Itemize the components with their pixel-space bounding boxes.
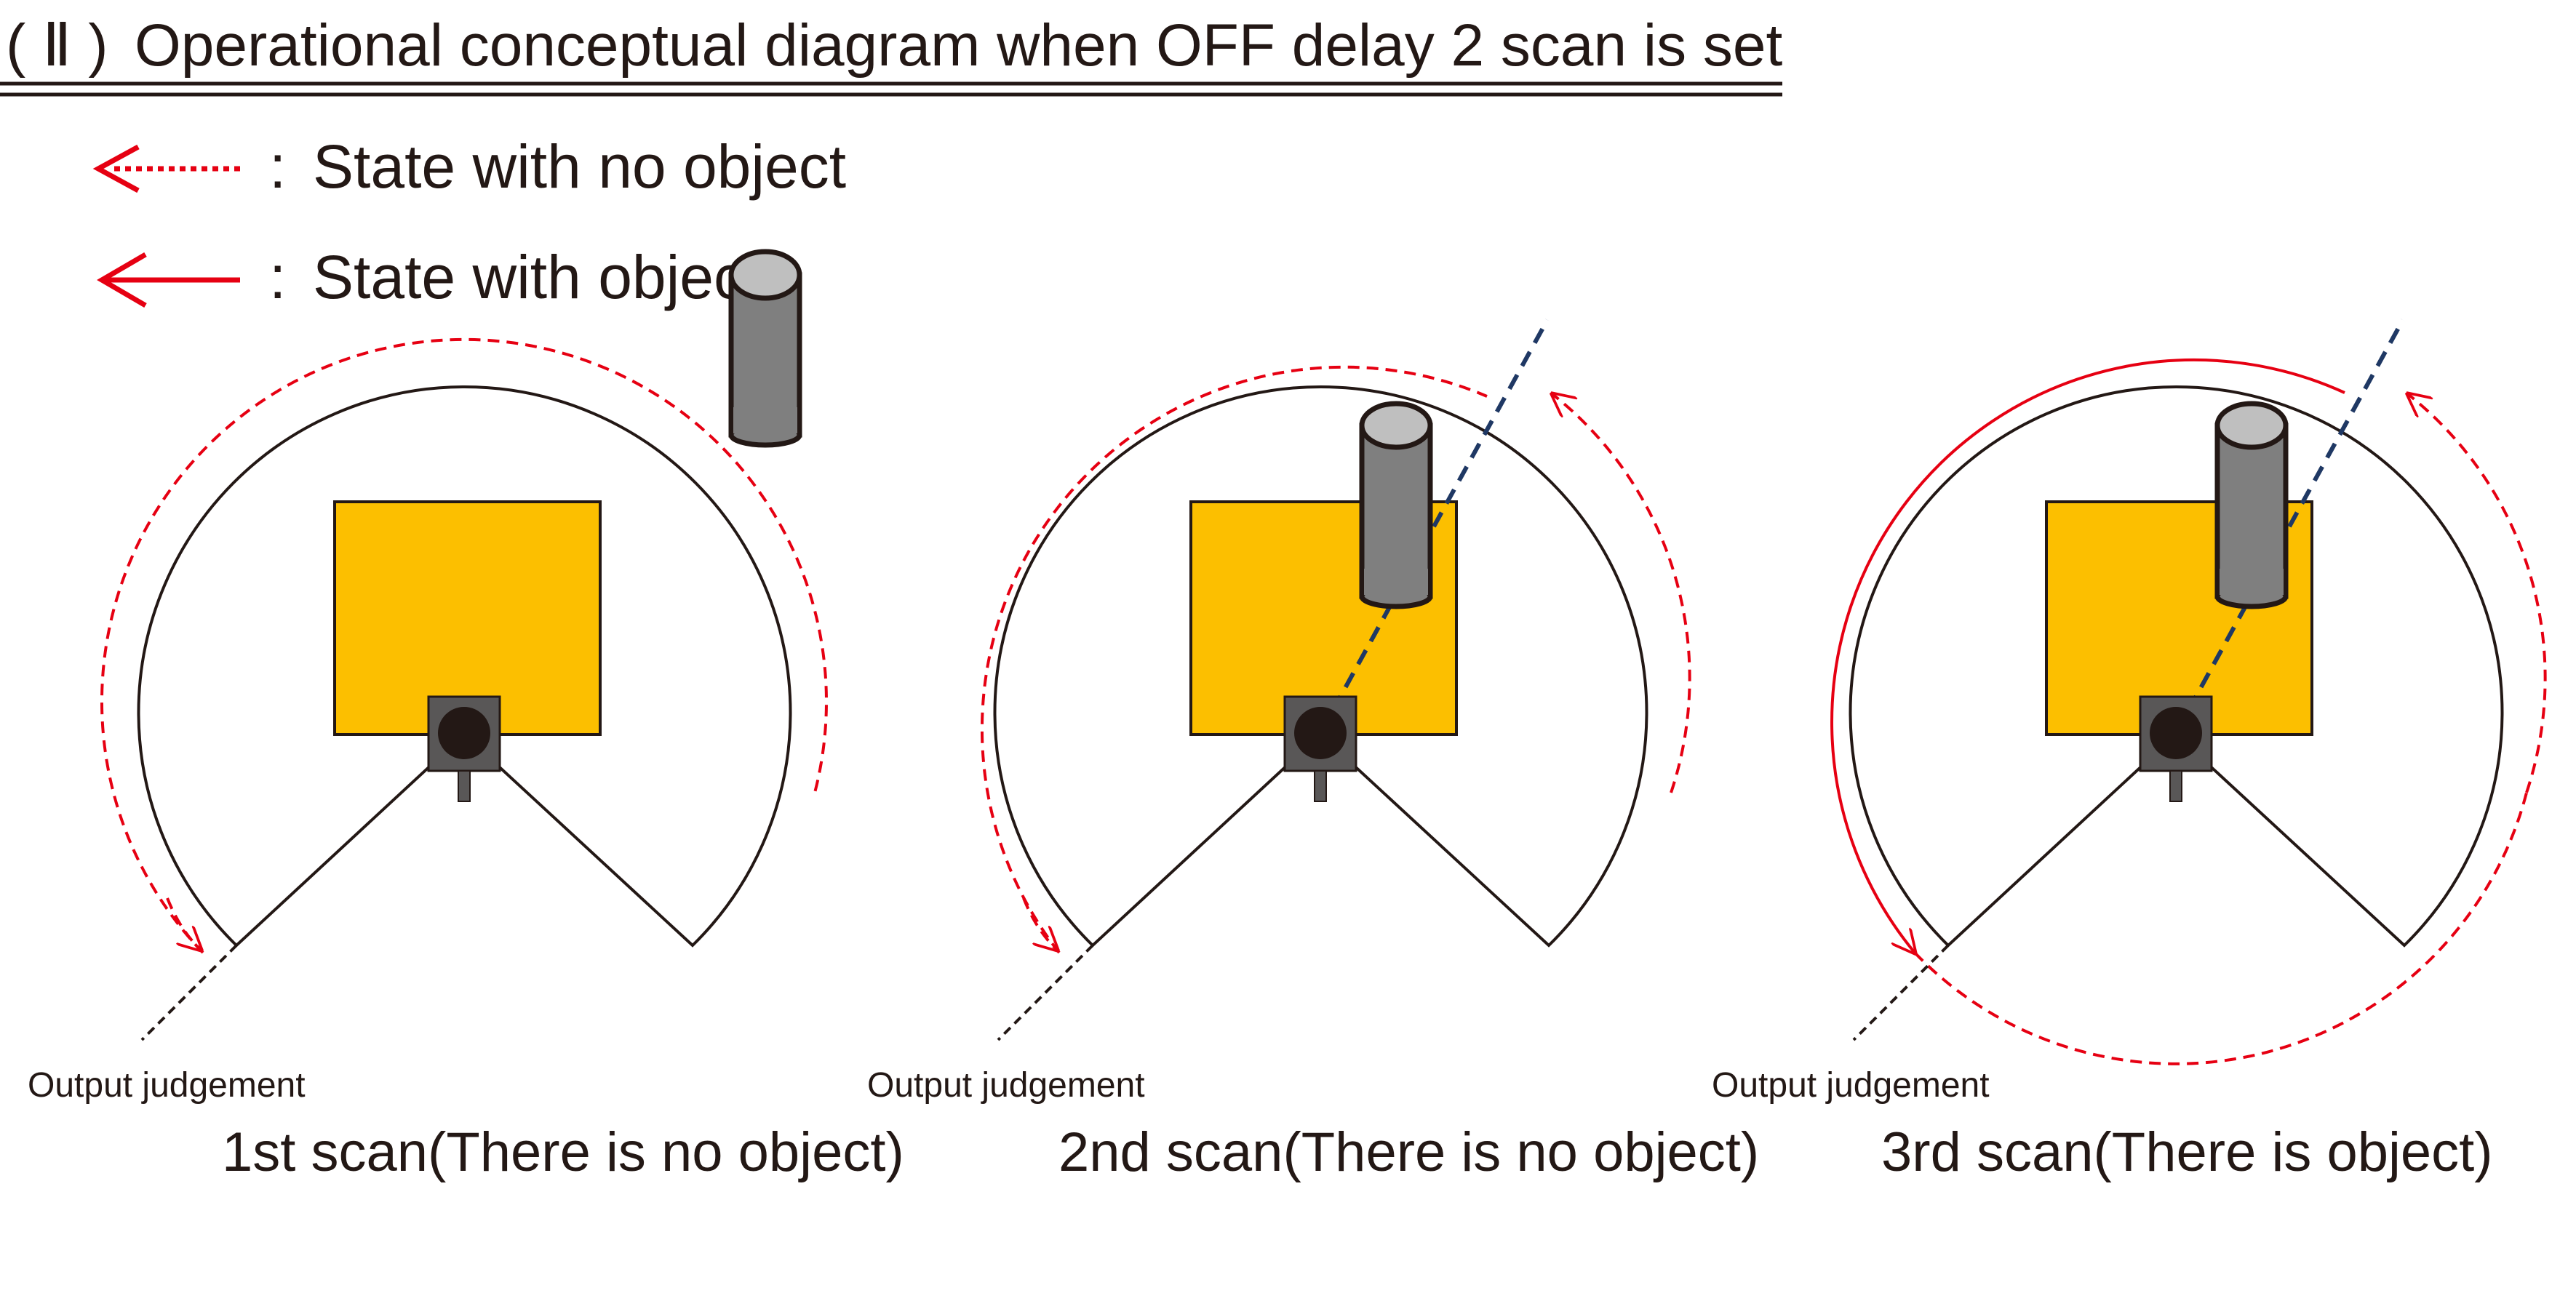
page-title: Operational conceptual diagram when OFF …	[135, 12, 1783, 79]
output-judgement-label: Output judgement	[1712, 1066, 1990, 1105]
scan-range-boundary	[1849, 385, 2504, 948]
beam-line	[1318, 319, 1550, 734]
sensor-icon	[2139, 695, 2213, 802]
scan-range-boundary	[137, 385, 792, 948]
output-judgement-label: Output judgement	[867, 1066, 1145, 1105]
scan-caption: 3rd scan(There is object)	[1881, 1121, 2493, 1183]
output-judgement-line	[140, 944, 238, 1041]
legend-object-cylinder-icon	[728, 249, 802, 448]
output-judgement-line	[997, 944, 1094, 1041]
scan-arrow-head	[1022, 897, 1057, 950]
legend-dashed-arrow-icon	[92, 144, 240, 193]
legend-colon: :	[269, 132, 286, 201]
legend: : State with no object : State with obje…	[92, 132, 846, 448]
panel-2nd-scan: Output judgement 2nd scan(There is no ob…	[867, 319, 1759, 1183]
header: ( Ⅱ ) Operational conceptual diagram whe…	[0, 12, 1783, 97]
legend-with-object-label: State with object	[313, 243, 761, 311]
header-numeral: ( Ⅱ )	[6, 12, 108, 79]
scan-arrow-dashed-bottom	[1913, 792, 2528, 1065]
legend-solid-arrow-icon	[97, 252, 240, 308]
scan-arrow-dashed-before	[980, 365, 1488, 954]
output-judgement-line	[1852, 944, 1950, 1041]
scan-arrow-dashed-after	[2408, 394, 2547, 793]
panel-3rd-scan: Output judgement 3rd scan(There is objec…	[1712, 319, 2547, 1183]
scan-caption: 2nd scan(There is no object)	[1058, 1121, 1759, 1183]
scan-arrow-solid	[1830, 359, 2345, 953]
legend-no-object-label: State with no object	[313, 132, 846, 201]
beam-line	[2174, 319, 2405, 734]
scan-range-boundary	[993, 385, 1648, 948]
scan-arrow-head	[166, 897, 201, 950]
object-cylinder-icon	[1359, 401, 1433, 609]
legend-colon: :	[269, 243, 286, 311]
sensor-icon	[1283, 695, 1357, 802]
scan-arrow-dashed-after	[1552, 394, 1691, 793]
panel-1st-scan: Output judgement 1st scan(There is no ob…	[28, 337, 904, 1183]
object-cylinder-icon	[2214, 401, 2289, 609]
scan-caption: 1st scan(There is no object)	[222, 1121, 904, 1183]
sensor-icon	[427, 695, 501, 802]
output-judgement-label: Output judgement	[28, 1066, 306, 1105]
